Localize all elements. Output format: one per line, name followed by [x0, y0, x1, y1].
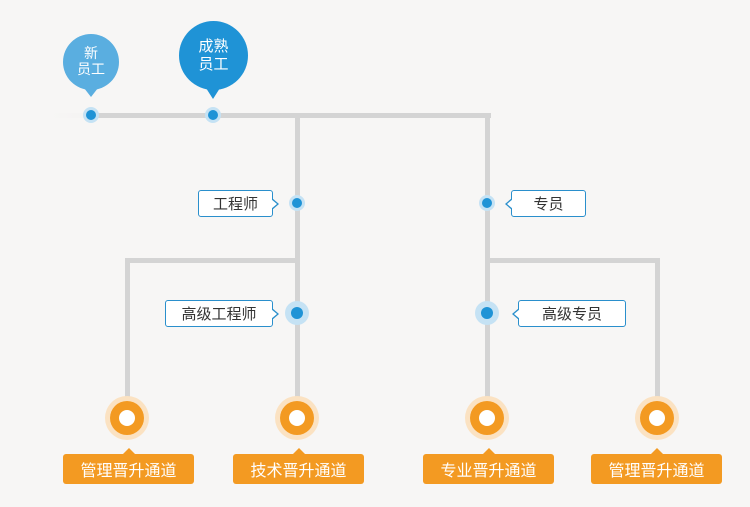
track-label-text: 专业晋升通道 [440, 461, 537, 480]
track-label-management-2: 管理晋升通道 [591, 448, 722, 484]
specialist-label: 专员 [533, 195, 564, 213]
track-label-text: 技术晋升通道 [250, 461, 347, 480]
mature-employee-bubble-tail [206, 88, 220, 99]
track-label-text: 管理晋升通道 [608, 461, 705, 480]
track-node-4 [635, 396, 679, 440]
left-trunk [295, 113, 300, 415]
mature-employee-bubble: 成熟 员工 [179, 21, 248, 90]
track-node-1 [105, 396, 149, 440]
senior-specialist-label: 高级专员 [541, 305, 602, 323]
track-label-professional: 专业晋升通道 [423, 448, 554, 484]
track-label-management-1: 管理晋升通道 [63, 448, 194, 484]
senior-specialist-tag: 高级专员 [518, 300, 626, 327]
engineer-tag: 工程师 [198, 190, 273, 217]
track-node-2 [275, 396, 319, 440]
new-employee-bubble-tail [84, 88, 98, 97]
specialist-tag: 专员 [511, 190, 586, 217]
track-label-text: 管理晋升通道 [80, 461, 177, 480]
new-employee-bubble: 新 员工 [63, 34, 119, 90]
track-node-3 [465, 396, 509, 440]
mature-employee-label: 成熟 员工 [198, 37, 229, 73]
track-label-technical: 技术晋升通道 [233, 448, 364, 484]
senior-engineer-label: 高级工程师 [181, 305, 257, 323]
right-trunk [485, 113, 490, 415]
left-branch [125, 258, 300, 263]
senior-engineer-tag: 高级工程师 [165, 300, 273, 327]
right-branch [485, 258, 660, 263]
new-employee-label: 新 员工 [77, 45, 105, 78]
engineer-label: 工程师 [212, 195, 258, 213]
